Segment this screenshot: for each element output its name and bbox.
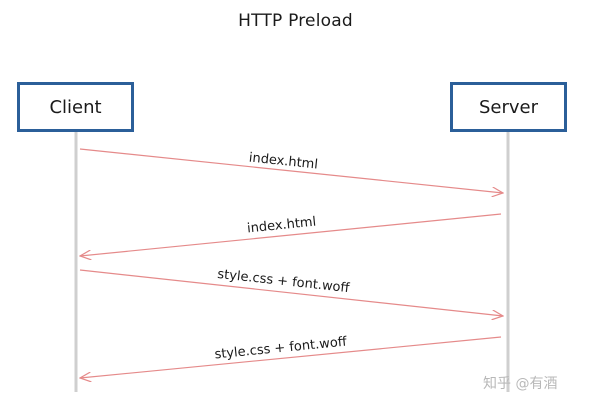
server-actor-label: Server — [478, 96, 539, 118]
diagram-title: HTTP Preload — [238, 11, 353, 31]
client-actor-box: Client — [17, 82, 134, 132]
message-arrow-2 — [80, 213, 502, 256]
message-label-1: index.html — [248, 150, 318, 172]
client-actor-label: Client — [49, 96, 102, 118]
message-arrow-1 — [79, 148, 503, 193]
message-label-2: index.html — [246, 215, 316, 237]
server-actor-box: Server — [450, 82, 567, 132]
message-arrow-3 — [79, 269, 503, 316]
message-arrow-4 — [80, 336, 502, 378]
watermark: 知乎 @有酒 — [483, 376, 558, 392]
